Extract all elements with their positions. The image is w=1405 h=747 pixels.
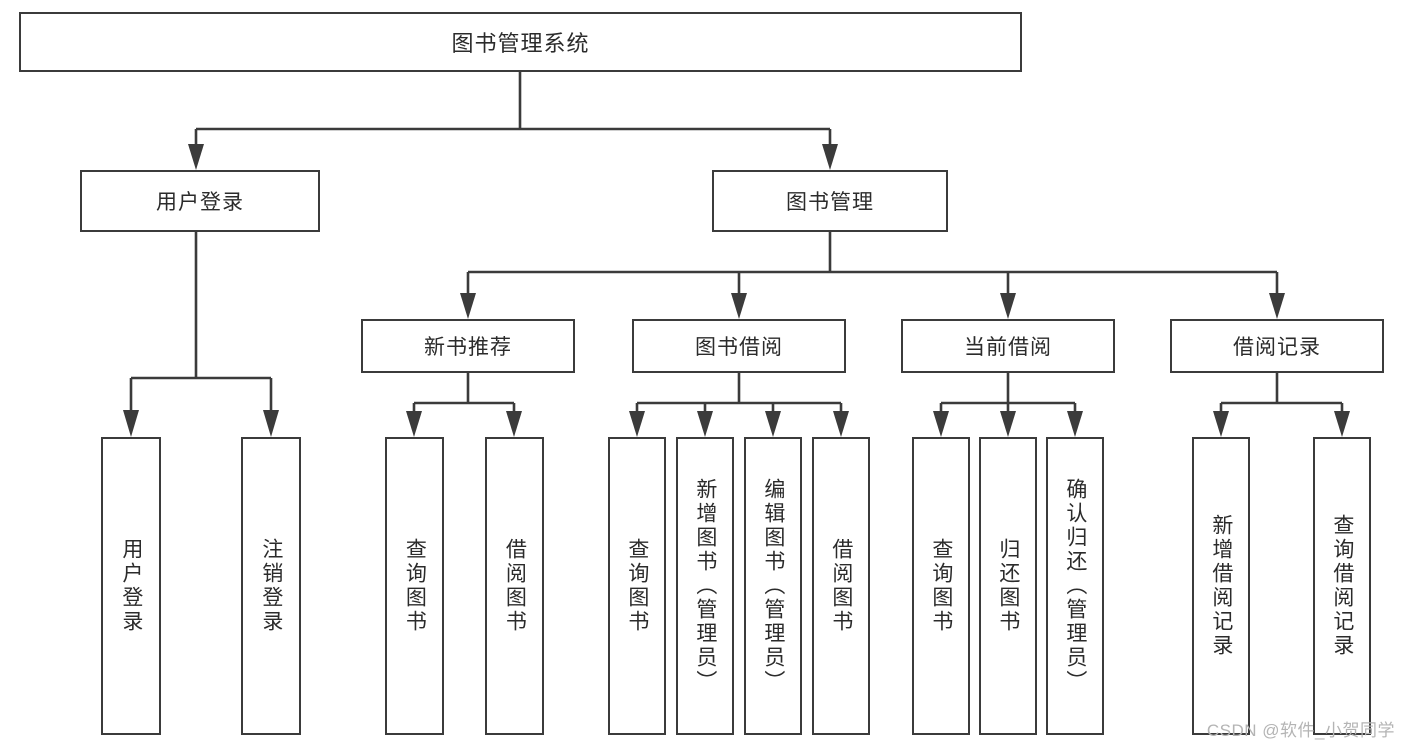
- arrow-head-bb-2: [697, 411, 713, 437]
- arrow-head-bb-3: [765, 411, 781, 437]
- leaf-label: 查询借阅记录: [1330, 514, 1354, 658]
- arrow-head-bb-1: [629, 411, 645, 437]
- leaf-add-borrow-record[interactable]: 新增借阅记录: [1192, 437, 1250, 735]
- node-root-book-management-system[interactable]: 图书管理系统: [19, 12, 1022, 72]
- leaf-add-book-admin[interactable]: 新增图书（管理员）: [676, 437, 734, 735]
- node-label: 当前借阅: [964, 336, 1052, 359]
- arrow-head-nb-2: [506, 411, 522, 437]
- connector-bookborrow-to-leaves: [629, 373, 849, 437]
- connector-newbook-to-leaves: [406, 373, 522, 437]
- leaf-query-book-cb[interactable]: 查询图书: [912, 437, 970, 735]
- arrow-head-bb-4: [833, 411, 849, 437]
- leaf-label: 查询图书: [625, 538, 649, 634]
- connector-borrowrecord-to-leaves: [1213, 373, 1350, 437]
- node-label: 用户登录: [156, 191, 244, 214]
- arrow-head-logout-leaf: [263, 410, 279, 437]
- node-user-login[interactable]: 用户登录: [80, 170, 320, 232]
- node-label: 图书管理系统: [451, 31, 590, 56]
- leaf-label: 新增图书（管理员）: [693, 478, 717, 694]
- leaf-label: 编辑图书（管理员）: [761, 478, 785, 694]
- arrow-head-current: [1000, 293, 1016, 319]
- node-borrow-record[interactable]: 借阅记录: [1170, 319, 1384, 373]
- leaf-label: 借阅图书: [503, 538, 527, 634]
- connector-root-to-level2: [188, 72, 838, 170]
- leaf-label: 查询图书: [929, 538, 953, 634]
- arrow-head-record: [1269, 293, 1285, 319]
- node-label: 图书借阅: [695, 336, 783, 359]
- arrow-head-br-1: [1213, 411, 1229, 437]
- arrow-head-user-login: [188, 144, 204, 170]
- node-new-book-recommend[interactable]: 新书推荐: [361, 319, 575, 373]
- leaf-logout[interactable]: 注销登录: [241, 437, 301, 735]
- connector-bookmanage-to-level3: [460, 232, 1285, 319]
- node-book-management[interactable]: 图书管理: [712, 170, 948, 232]
- node-book-borrow[interactable]: 图书借阅: [632, 319, 846, 373]
- arrow-head-newbook: [460, 293, 476, 319]
- leaf-label: 借阅图书: [829, 538, 853, 634]
- leaf-label: 用户登录: [119, 538, 143, 634]
- node-current-borrow[interactable]: 当前借阅: [901, 319, 1115, 373]
- leaf-query-book-nb[interactable]: 查询图书: [385, 437, 444, 735]
- arrow-head-book-manage: [822, 144, 838, 170]
- leaf-user-login[interactable]: 用户登录: [101, 437, 161, 735]
- leaf-label: 归还图书: [996, 538, 1020, 634]
- leaf-label: 查询图书: [403, 538, 427, 634]
- arrow-head-cb-3: [1067, 411, 1083, 437]
- arrow-head-borrow: [731, 293, 747, 319]
- leaf-borrow-book-nb[interactable]: 借阅图书: [485, 437, 544, 735]
- leaf-confirm-return-admin[interactable]: 确认归还（管理员）: [1046, 437, 1104, 735]
- leaf-edit-book-admin[interactable]: 编辑图书（管理员）: [744, 437, 802, 735]
- leaf-query-book-bb[interactable]: 查询图书: [608, 437, 666, 735]
- node-label: 借阅记录: [1233, 336, 1321, 359]
- connector-currentborrow-to-leaves: [933, 373, 1083, 437]
- leaf-borrow-book-bb[interactable]: 借阅图书: [812, 437, 870, 735]
- leaf-label: 确认归还（管理员）: [1063, 478, 1087, 694]
- leaf-query-borrow-record[interactable]: 查询借阅记录: [1313, 437, 1371, 735]
- leaf-return-book[interactable]: 归还图书: [979, 437, 1037, 735]
- arrow-head-br-2: [1334, 411, 1350, 437]
- arrow-head-nb-1: [406, 411, 422, 437]
- connector-userlogin-to-leaves: [123, 232, 279, 437]
- node-label: 图书管理: [786, 191, 874, 214]
- node-label: 新书推荐: [424, 336, 512, 359]
- leaf-label: 注销登录: [259, 538, 283, 634]
- arrow-head-cb-1: [933, 411, 949, 437]
- arrow-head-user-login-leaf: [123, 410, 139, 437]
- arrow-head-cb-2: [1000, 411, 1016, 437]
- leaf-label: 新增借阅记录: [1209, 514, 1233, 658]
